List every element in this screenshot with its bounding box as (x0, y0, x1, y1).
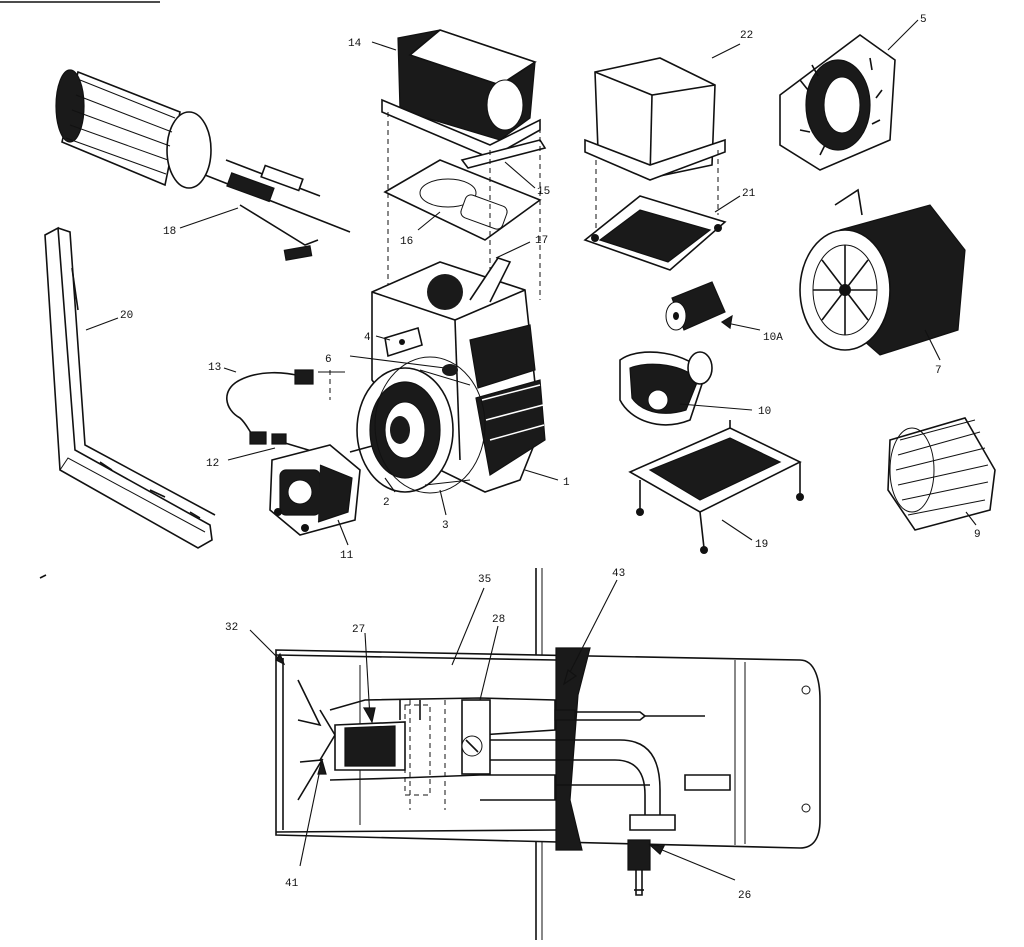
callout-17: 17 (535, 235, 548, 247)
callout-19: 19 (755, 539, 768, 551)
leader-9 (965, 511, 977, 526)
callout-14: 14 (348, 38, 362, 50)
part-7-blower-housing (799, 188, 966, 356)
arrow-32 (275, 652, 286, 666)
callout-9: 9 (974, 529, 981, 541)
part-13-cord (226, 369, 314, 445)
part-9-blower-wheel (887, 417, 996, 531)
leader-18 (179, 207, 239, 229)
leader-43 (567, 579, 618, 677)
callout-26: 26 (738, 890, 751, 902)
leader-35 (451, 587, 485, 666)
callout-12: 12 (206, 458, 219, 470)
part-14-transformer (381, 29, 541, 159)
part-10a-coupling (665, 281, 726, 331)
arrow-26 (648, 844, 665, 855)
leader-7 (924, 329, 941, 361)
callout-13: 13 (208, 362, 221, 374)
callout-27: 27 (352, 624, 365, 636)
callout-10a: 10A (763, 332, 783, 344)
callout-21: 21 (742, 188, 756, 200)
leader-10 (679, 403, 753, 411)
part-3-motor-housing (374, 356, 486, 494)
callout-3: 3 (442, 520, 449, 532)
part-6-plug (442, 364, 458, 376)
callout-11: 11 (340, 550, 354, 562)
leader-21 (714, 195, 741, 213)
leader-2 (384, 477, 396, 493)
stray-mark (39, 574, 47, 579)
part-16-gasket (383, 159, 542, 241)
leader-4 (375, 335, 391, 341)
part-15-gasket-strip (460, 139, 547, 169)
part-18-electrode-assembly (204, 159, 351, 261)
leader-1 (524, 469, 559, 481)
leader-26 (649, 844, 736, 881)
leader-27 (364, 632, 371, 719)
callout-32: 32 (225, 622, 238, 634)
arrow-10a (720, 314, 733, 330)
leader-17 (495, 241, 531, 259)
callout-18: 18 (163, 226, 176, 238)
part-11-fuel-pump (269, 444, 373, 536)
leader-15 (504, 161, 536, 189)
callout-35: 35 (478, 574, 491, 586)
leader-3 (439, 489, 447, 516)
leader-16 (417, 211, 441, 231)
part-22-cover (584, 57, 726, 181)
arrow-41 (317, 757, 327, 775)
callout-16: 16 (400, 236, 413, 248)
callout-41: 41 (285, 878, 299, 890)
leader-41 (299, 759, 323, 867)
leader-13 (223, 367, 237, 373)
leader-6a (349, 355, 446, 369)
part-5-flange-plate (779, 34, 896, 171)
leader-12 (227, 447, 276, 461)
arrow-27 (362, 707, 376, 724)
callout-10: 10 (758, 406, 771, 418)
callout-43: 43 (612, 568, 625, 580)
leader-14 (371, 41, 397, 51)
part-19-plate (628, 420, 804, 554)
leader-28 (479, 625, 499, 701)
leader-20 (85, 317, 119, 331)
callout-4: 4 (364, 332, 371, 344)
callout-6: 6 (325, 354, 332, 366)
part-21-base-tray (583, 195, 727, 271)
part-10-motor (619, 351, 713, 426)
callout-2: 2 (383, 497, 390, 509)
part-4-cover-plate (384, 326, 423, 358)
leader-19 (721, 519, 753, 541)
air-tube-section (275, 568, 821, 940)
callout-5: 5 (920, 14, 927, 26)
leader-5 (887, 19, 919, 51)
arrow-43 (562, 668, 578, 686)
callout-7: 7 (935, 365, 942, 377)
part-20-bracket (44, 226, 216, 549)
callout-28: 28 (492, 614, 505, 626)
callout-15: 15 (537, 186, 550, 198)
part-18-air-tube (55, 69, 212, 189)
leader-22 (711, 43, 741, 59)
callout-20: 20 (120, 310, 133, 322)
part-12-fitting (271, 433, 316, 453)
part-2-motor-flange (356, 367, 454, 493)
callout-22: 22 (740, 30, 753, 42)
callout-1: 1 (563, 477, 570, 489)
leader-11 (337, 519, 349, 546)
